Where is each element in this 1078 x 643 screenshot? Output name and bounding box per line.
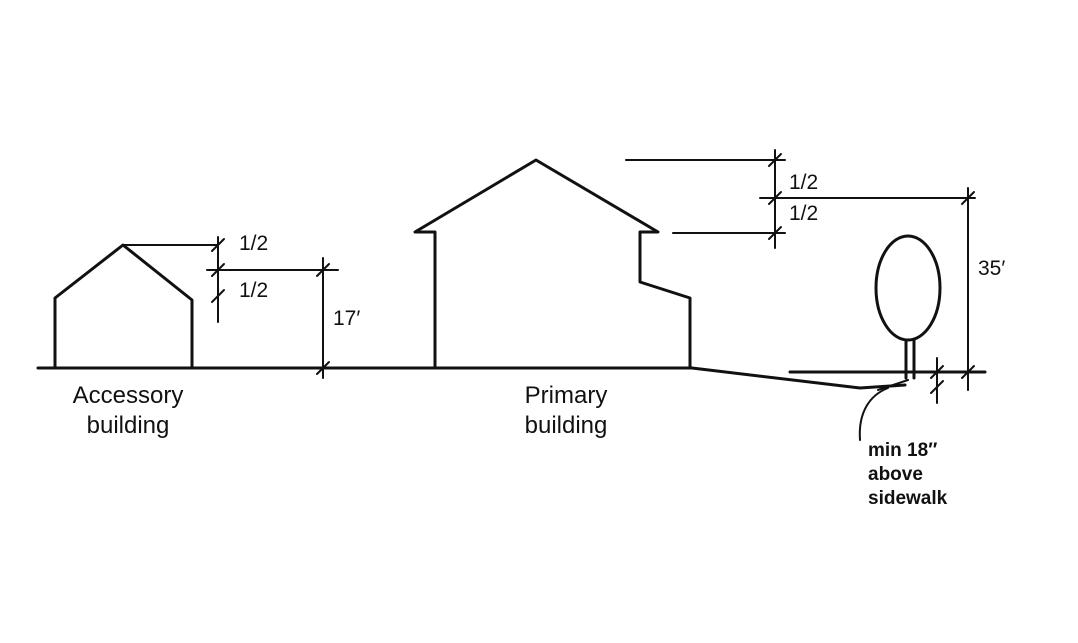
primary-dimensions bbox=[625, 149, 976, 391]
sidewalk-clearance-marks bbox=[858, 357, 944, 441]
tree-icon bbox=[874, 234, 942, 380]
accessory-label-line1: Accessory bbox=[73, 382, 184, 409]
primary-label-line1: Primary bbox=[525, 382, 608, 409]
accessory-upper-fraction: 1/2 bbox=[239, 232, 268, 255]
primary-building bbox=[413, 158, 692, 370]
sidewalk-note-line1: min 18″ bbox=[868, 440, 937, 461]
sidewalk-note-line2: above bbox=[868, 464, 923, 485]
sidewalk-note-line3: sidewalk bbox=[868, 488, 948, 509]
accessory-height-label: 17′ bbox=[333, 307, 360, 330]
accessory-building bbox=[53, 243, 194, 370]
accessory-dimensions bbox=[122, 236, 339, 379]
primary-label-line2: building bbox=[525, 412, 608, 439]
accessory-label-line2: building bbox=[87, 412, 170, 439]
primary-upper-fraction: 1/2 bbox=[789, 171, 818, 194]
primary-height-label: 35′ bbox=[978, 257, 1005, 280]
primary-lower-fraction: 1/2 bbox=[789, 202, 818, 225]
accessory-lower-fraction: 1/2 bbox=[239, 279, 268, 302]
